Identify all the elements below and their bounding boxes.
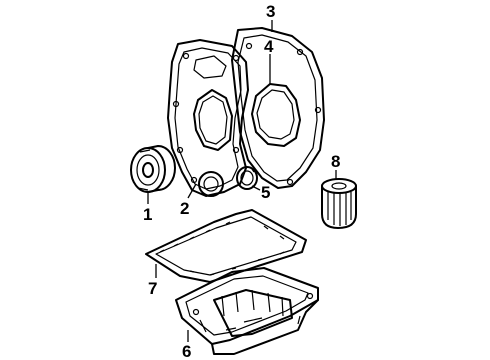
callout-5: 5 [261,183,270,202]
callout-1: 1 [143,205,152,224]
callout-4: 4 [264,37,274,56]
callout-6: 6 [182,342,191,360]
callout-8: 8 [331,152,340,171]
oil-filter [321,178,357,229]
oil-pan [175,267,319,355]
oil-pan-gasket [145,209,307,283]
leader-5 [251,185,261,191]
leader-lines [147,20,337,342]
crank-pulley [130,145,176,193]
callout-3: 3 [266,2,275,21]
inner-gasket [251,83,301,147]
callouts: 1 2 3 4 5 6 7 8 [143,2,340,360]
leader-2 [187,183,197,199]
callout-2: 2 [180,199,189,218]
front-seal [236,166,258,190]
front-cover [167,39,249,197]
callout-7: 7 [148,279,157,298]
